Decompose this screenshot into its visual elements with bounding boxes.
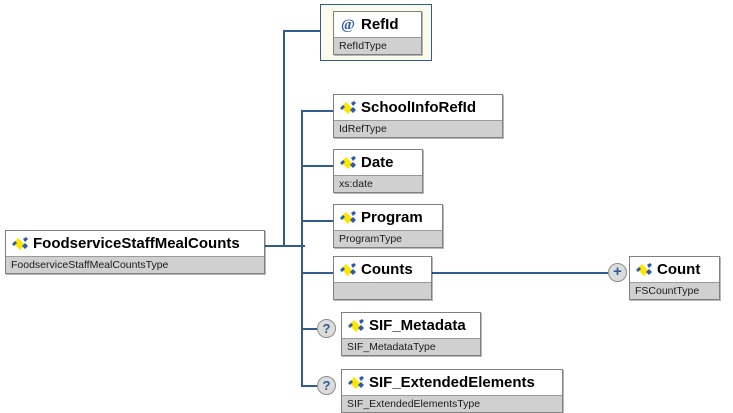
connector-branch-sif-metadata (301, 328, 317, 330)
node-sif-metadata[interactable]: SIF_Metadata SIF_MetadataType (341, 312, 481, 356)
element-icon (348, 375, 364, 390)
node-schoolinforefid-type: IdRefType (334, 120, 502, 137)
element-icon (340, 210, 356, 225)
node-refid-title: @ RefId (334, 12, 421, 37)
element-icon (348, 318, 364, 333)
node-program-label: Program (361, 209, 423, 226)
element-icon (340, 155, 356, 170)
connector-element-trunk (301, 110, 303, 387)
node-sif-metadata-type: SIF_MetadataType (342, 338, 480, 355)
node-schoolinforefid-title: SchoolInfoRefId (334, 95, 502, 120)
connector-branch-date (301, 165, 333, 167)
node-sif-extendedelements[interactable]: SIF_ExtendedElements SIF_ExtendedElement… (341, 369, 563, 413)
node-count-type: FSCountType (630, 282, 719, 299)
element-icon (12, 236, 28, 251)
connector-attribute-refid (283, 30, 320, 32)
node-sif-metadata-title: SIF_Metadata (342, 313, 480, 338)
node-root-title: FoodserviceStaffMealCounts (6, 231, 264, 256)
node-foodservicestaffmealcounts[interactable]: FoodserviceStaffMealCounts FoodserviceSt… (5, 230, 265, 274)
connector-root-stub (265, 245, 305, 247)
node-sif-metadata-label: SIF_Metadata (369, 317, 466, 334)
at-icon: @ (341, 16, 355, 33)
element-icon (340, 262, 356, 277)
node-counts-label: Counts (361, 261, 413, 278)
node-date-title: Date (334, 150, 422, 175)
node-refid-type: RefIdType (334, 37, 421, 54)
node-counts-title: Counts (334, 257, 431, 282)
node-sif-extendedelements-title: SIF_ExtendedElements (342, 370, 562, 395)
connector-counts-count (432, 272, 608, 274)
node-counts-type (334, 282, 431, 299)
node-schoolinforefid[interactable]: SchoolInfoRefId IdRefType (333, 94, 503, 138)
node-count-title: Count (630, 257, 719, 282)
optional-marker-sif-metadata[interactable]: ? (317, 319, 336, 338)
connector-branch-sif-extendedelements (301, 385, 317, 387)
connector-branch-program (301, 220, 333, 222)
node-refid-label: RefId (361, 16, 399, 33)
node-date-type: xs:date (334, 175, 422, 192)
node-schoolinforefid-label: SchoolInfoRefId (361, 99, 476, 116)
expand-marker-count[interactable]: + (608, 263, 627, 282)
node-date[interactable]: Date xs:date (333, 149, 423, 193)
node-root-type: FoodserviceStaffMealCountsType (6, 256, 264, 273)
connector-branch-counts (301, 272, 333, 274)
node-count-label: Count (657, 261, 701, 278)
node-program-title: Program (334, 205, 442, 230)
element-icon (636, 262, 652, 277)
node-refid[interactable]: @ RefId RefIdType (333, 11, 422, 55)
connector-attribute-trunk (283, 30, 285, 247)
node-date-label: Date (361, 154, 394, 171)
node-program-type: ProgramType (334, 230, 442, 247)
node-program[interactable]: Program ProgramType (333, 204, 443, 248)
node-sif-extendedelements-label: SIF_ExtendedElements (369, 374, 535, 391)
optional-marker-sif-extendedelements[interactable]: ? (317, 376, 336, 395)
connector-branch-schoolinforefid (301, 110, 333, 112)
node-count[interactable]: Count FSCountType (629, 256, 720, 300)
node-sif-extendedelements-type: SIF_ExtendedElementsType (342, 395, 562, 412)
node-counts[interactable]: Counts (333, 256, 432, 300)
element-icon (340, 100, 356, 115)
node-root-label: FoodserviceStaffMealCounts (33, 235, 240, 252)
